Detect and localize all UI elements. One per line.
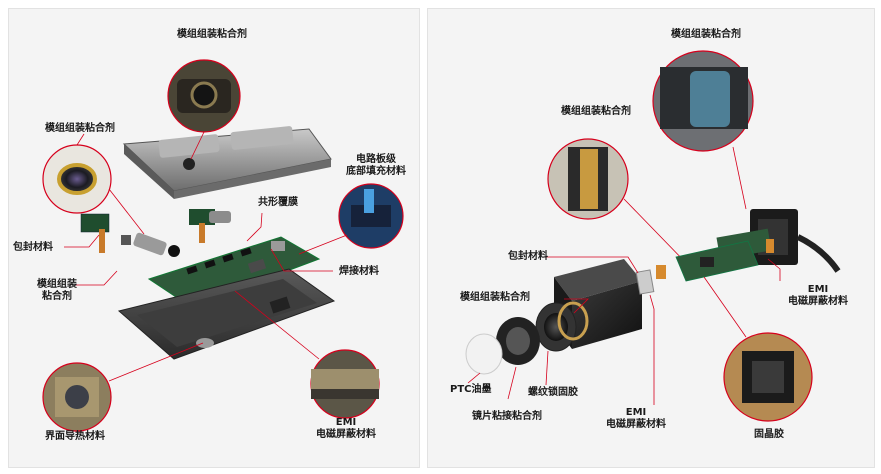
callout-emi-shielding bbox=[234, 290, 380, 419]
callout-top-adhesive bbox=[167, 59, 241, 160]
callout-circuit-underfill bbox=[298, 183, 404, 255]
label-ptc-ink: PTC油墨 bbox=[450, 384, 492, 395]
label-emi-right: EMI 电磁屏蔽材料 bbox=[788, 284, 848, 308]
callout-die-attach bbox=[703, 276, 813, 422]
label-die-attach: 固晶胶 bbox=[754, 429, 784, 440]
label-conformal-coating: 共形覆膜 bbox=[258, 197, 298, 208]
camera-module-left bbox=[80, 213, 180, 257]
label-lens-adhesive: 镜片粘接粘合剂 bbox=[472, 411, 542, 422]
callout-module-adhesive-right bbox=[547, 138, 691, 268]
label-solder: 焊接材料 bbox=[339, 266, 379, 277]
right-diagram-panel: 模组组装粘合剂 模组组装粘合剂 包封材料 模组组装粘合剂 EMI 电磁屏蔽材料 … bbox=[427, 8, 875, 468]
flex-circuit-board bbox=[675, 240, 759, 282]
label-module-adhesive-b: 模组组装 粘合剂 bbox=[37, 279, 77, 303]
label-module-adhesive-right-a: 模组组装粘合剂 bbox=[561, 106, 631, 117]
callout-top-adhesive-right bbox=[652, 50, 754, 210]
main-circuit-board bbox=[147, 236, 321, 308]
label-emi-bottom-line2: 电磁屏蔽材料 bbox=[606, 419, 666, 430]
label-top-adhesive: 模组组装粘合剂 bbox=[177, 29, 247, 40]
callout-lens-adhesive bbox=[42, 133, 145, 235]
label-emi-right-line2: 电磁屏蔽材料 bbox=[788, 296, 848, 307]
label-circuit-line1: 电路板级 bbox=[356, 154, 396, 165]
label-emi-line2: 电磁屏蔽材料 bbox=[316, 429, 376, 440]
ir-filter bbox=[635, 265, 666, 295]
callout-thermal-interface bbox=[42, 342, 204, 432]
label-encapsulant: 包封材料 bbox=[13, 242, 53, 253]
left-diagram-panel: 模组组装粘合剂 模组组装粘合剂 电路板级 底部填充材料 共形覆膜 包封材料 模组… bbox=[8, 8, 420, 468]
label-circuit-underfill: 电路板级 底部填充材料 bbox=[346, 154, 406, 178]
label-emi-bottom-line1: EMI bbox=[625, 407, 647, 418]
label-emi-right-line1: EMI bbox=[807, 284, 829, 295]
housing-base-tray bbox=[117, 268, 336, 360]
label-circuit-line2: 底部填充材料 bbox=[346, 166, 406, 177]
right-exploded-diagram bbox=[465, 50, 841, 422]
label-top-adhesive-right: 模组组装粘合剂 bbox=[671, 29, 741, 40]
label-emi-shielding: EMI 电磁屏蔽材料 bbox=[316, 417, 376, 441]
label-module-adhesive-right-b: 模组组装粘合剂 bbox=[460, 292, 530, 303]
label-thermal-interface: 界面导热材料 bbox=[45, 431, 105, 442]
label-emi-bottom: EMI 电磁屏蔽材料 bbox=[606, 407, 666, 431]
lens-assembly bbox=[465, 301, 589, 375]
label-module-adhesive-a: 模组组装粘合剂 bbox=[45, 123, 115, 134]
label-module-adhesive-b-line2: 粘合剂 bbox=[42, 291, 72, 302]
label-emi-line1: EMI bbox=[335, 417, 357, 428]
callout-leaders-right bbox=[467, 256, 781, 405]
left-exploded-diagram bbox=[42, 59, 404, 432]
callout-leaders bbox=[64, 212, 333, 286]
camera-module-center bbox=[189, 209, 231, 243]
label-module-adhesive-b-line1: 模组组装 bbox=[37, 279, 77, 290]
camera-housing-cover bbox=[122, 126, 332, 199]
label-encapsulant-right: 包封材料 bbox=[508, 251, 548, 262]
label-thread-lock: 螺纹锁固胶 bbox=[528, 387, 578, 398]
